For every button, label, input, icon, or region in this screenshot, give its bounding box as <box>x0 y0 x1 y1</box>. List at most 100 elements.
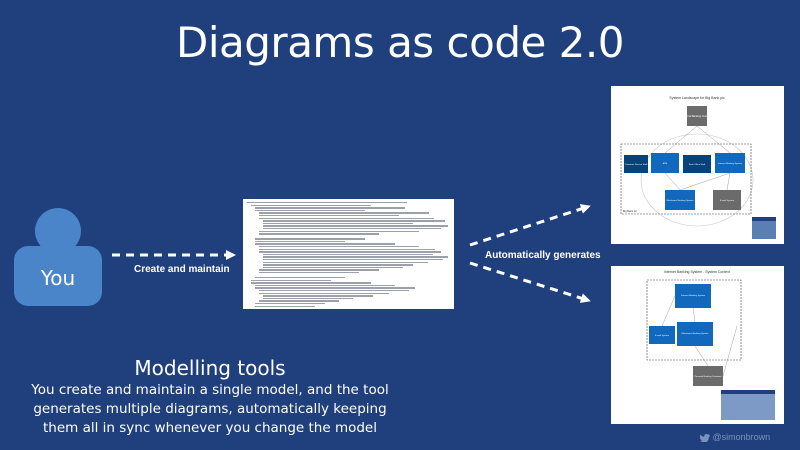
code-line <box>259 233 379 235</box>
context-edge <box>694 345 709 367</box>
landscape-atm-box <box>651 153 679 173</box>
code-line <box>263 222 413 225</box>
code-line <box>251 282 371 284</box>
code-line <box>259 269 379 271</box>
code-line <box>255 207 405 209</box>
context-mainframe-box <box>677 322 713 346</box>
code-line <box>259 290 409 292</box>
landscape-edge <box>696 125 731 154</box>
code-line <box>263 225 448 227</box>
arrow-generate-1 <box>469 204 591 247</box>
code-line <box>255 287 415 289</box>
code-line <box>259 217 434 219</box>
person-label: You <box>40 266 76 290</box>
landscape-email-label: E-mail System <box>720 199 734 202</box>
context-title: Internet Banking System - System Context <box>664 270 730 274</box>
dsl-code-document <box>243 199 454 309</box>
code-line <box>263 297 353 300</box>
landscape-atm-label: ATM <box>663 162 668 165</box>
context-ibs-label: Internet Banking System <box>681 294 705 297</box>
code-line <box>259 246 419 248</box>
code-line <box>259 215 399 217</box>
code-line <box>263 259 443 261</box>
arrow-generate-2 <box>469 261 591 303</box>
code-line <box>259 300 339 302</box>
landscape-mainframe-label: Mainframe Banking System <box>667 199 694 202</box>
code-line <box>255 240 345 243</box>
landscape-svg: System Landscape for Big Bank plc Person… <box>620 96 776 239</box>
caption-line-3: them all in sync whenever you change the… <box>42 420 377 436</box>
landscape-boundary-label: Big Bank plc <box>623 210 638 213</box>
landscape-orbit <box>640 133 754 227</box>
landscape-backoffice-box <box>683 155 711 173</box>
code-line <box>259 272 359 274</box>
caption-body: You create and maintain a single model, … <box>0 381 420 438</box>
code-line <box>255 243 395 245</box>
code-line <box>263 264 413 266</box>
twitter-handle-text: @simonbrown <box>712 432 771 442</box>
code-line <box>263 266 403 269</box>
landscape-staff-box <box>624 155 648 173</box>
code-line <box>263 228 441 230</box>
edge-label-generates: Automatically generates <box>485 250 601 261</box>
code-line <box>255 277 345 279</box>
landscape-edge <box>664 172 681 191</box>
landscape-email-box <box>713 190 741 210</box>
landscape-edge <box>679 172 731 191</box>
context-edge <box>722 325 738 377</box>
diagram-system-context: Internet Banking System - System Context… <box>611 266 784 424</box>
landscape-customer-label: Personal Banking Customer <box>681 115 712 118</box>
landscape-key <box>752 217 776 239</box>
code-line <box>255 238 365 240</box>
code-line <box>251 204 371 206</box>
landscape-staff-label: Customer Service Staff <box>625 163 648 166</box>
code-line <box>259 212 429 214</box>
context-email-box <box>649 326 675 344</box>
landscape-edge <box>664 125 698 154</box>
code-line <box>263 295 373 297</box>
landscape-ibs-box <box>715 153 745 173</box>
caption-line-1: You create and maintain a single model, … <box>31 382 389 398</box>
context-customer-box <box>693 366 723 386</box>
code-line <box>263 220 445 222</box>
context-ibs-box <box>675 284 711 308</box>
diagram-system-landscape: System Landscape for Big Bank plc Person… <box>611 86 784 244</box>
person-body <box>14 246 102 306</box>
context-edge <box>692 307 696 323</box>
twitter-icon <box>700 433 710 442</box>
landscape-ibs-label: Internet Banking System <box>718 162 742 165</box>
code-line <box>247 202 407 204</box>
code-line <box>255 303 325 305</box>
context-svg: Internet Banking System - System Context… <box>646 270 775 420</box>
landscape-boundary <box>620 143 752 215</box>
twitter-handle: @simonbrown <box>700 432 770 442</box>
caption-title: Modelling tools <box>134 356 286 380</box>
code-line <box>251 279 331 281</box>
person-you: You <box>14 208 102 306</box>
code-line <box>259 248 435 250</box>
code-line <box>263 261 428 263</box>
code-line <box>255 305 315 307</box>
landscape-key-header <box>752 217 776 221</box>
code-line <box>259 230 419 232</box>
landscape-mainframe-box <box>665 190 695 210</box>
code-line <box>263 256 448 258</box>
code-line <box>259 292 389 294</box>
code-line <box>259 251 441 253</box>
landscape-customer-box <box>687 106 707 126</box>
context-customer-label: Personal Banking Customer <box>694 375 722 378</box>
context-edge <box>661 295 676 327</box>
edge-label-create: Create and maintain <box>134 264 230 275</box>
context-email-label: E-mail System <box>655 334 669 337</box>
caption-line-2: generates multiple diagrams, automatical… <box>33 401 387 417</box>
code-line <box>255 209 365 212</box>
landscape-backoffice-label: Back Office Staff <box>689 163 706 166</box>
landscape-title: System Landscape for Big Bank plc <box>669 96 725 100</box>
context-boundary <box>646 279 742 361</box>
code-line <box>263 253 433 256</box>
context-key <box>721 390 775 420</box>
landscape-edge <box>726 172 731 191</box>
context-mainframe-label: Mainframe Banking System <box>682 332 709 335</box>
slide-title: Diagrams as code 2.0 <box>176 18 624 67</box>
